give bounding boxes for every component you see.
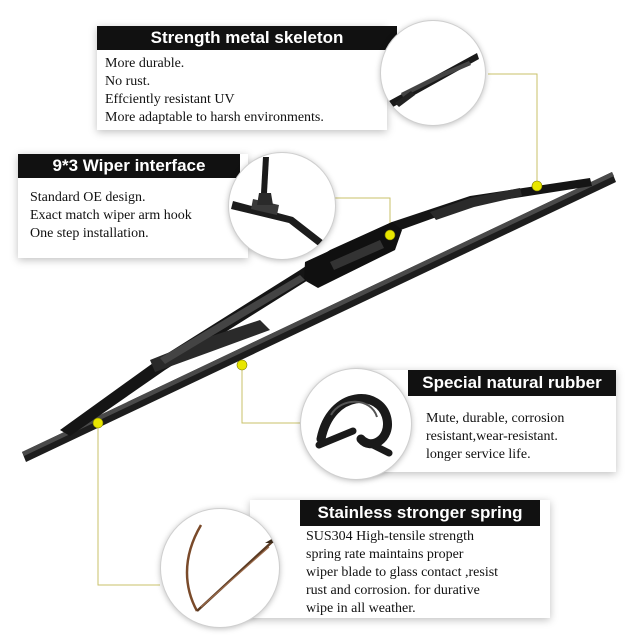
- rubber-strip-icon: [315, 394, 393, 457]
- feature-text-skeleton: More durable. No rust. Effciently resist…: [105, 56, 324, 125]
- leader-line-rubber: [241, 365, 300, 424]
- feature-title-skeleton: Strength metal skeleton: [97, 26, 397, 50]
- feature-text-interface: Standard OE design. Exact match wiper ar…: [30, 190, 192, 241]
- leader-line-spring: [97, 423, 160, 586]
- feature-title-interface: 9*3 Wiper interface: [18, 154, 240, 178]
- wiper-hook-icon: [231, 157, 329, 251]
- leader-line-skeleton: [488, 73, 538, 186]
- marker-dot-rubber: [236, 359, 248, 371]
- spring-closeup-image: [160, 508, 280, 628]
- feature-title-spring: Stainless stronger spring: [300, 500, 540, 526]
- skeleton-closeup-image: [380, 20, 486, 126]
- wiper-blade: [22, 172, 616, 462]
- feature-text-rubber: Mute, durable, corrosion resistant,wear-…: [426, 411, 565, 462]
- interface-closeup-image: [228, 152, 336, 260]
- skeleton-closeup-icon: [389, 53, 479, 107]
- leader-line-interface: [335, 197, 391, 235]
- rubber-closeup-image: [300, 368, 412, 480]
- feature-title-rubber: Special natural rubber: [408, 370, 616, 396]
- feature-text-spring: SUS304 High-tensile strength spring rate…: [306, 529, 499, 616]
- spring-wire-icon: [185, 524, 277, 612]
- marker-dot-spring: [92, 417, 104, 429]
- marker-dot-interface: [384, 229, 396, 241]
- marker-dot-skeleton: [531, 180, 543, 192]
